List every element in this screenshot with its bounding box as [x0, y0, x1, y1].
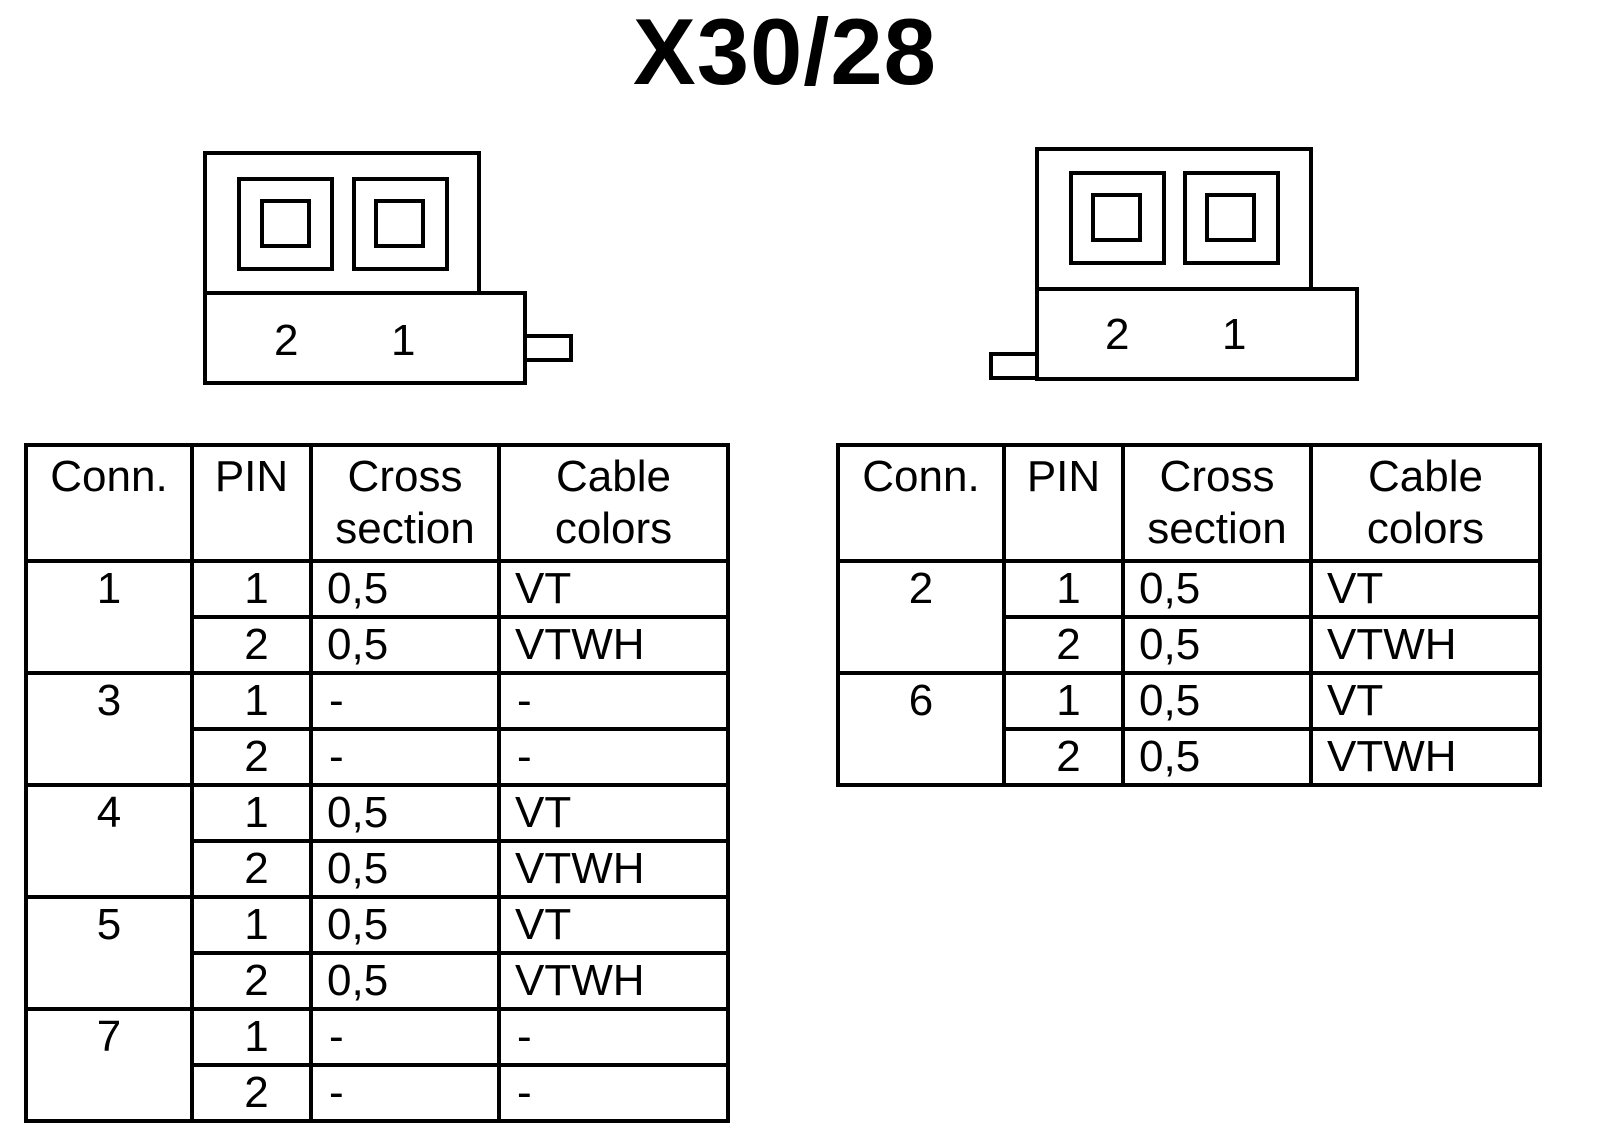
cross-section-cell: 0,5 — [309, 615, 501, 675]
page-title: X30/28 — [633, 0, 937, 104]
connector-body-bottom — [1035, 287, 1359, 381]
cable-color-cell: VT — [497, 895, 730, 955]
header-conn: Conn. — [836, 443, 1006, 563]
pin-cell: 1 — [1002, 559, 1125, 619]
pin-socket-2-inner — [1091, 193, 1142, 242]
pin-cell: 2 — [190, 951, 313, 1011]
pin-label-1: 1 — [1222, 310, 1246, 359]
cross-section-cell: - — [309, 671, 501, 731]
pin-cell: 1 — [190, 895, 313, 955]
pin-label-2: 2 — [1105, 310, 1129, 359]
pin-cell: 1 — [190, 783, 313, 843]
conn-number-cell: 7 — [24, 1007, 194, 1123]
pin-socket-2 — [1069, 171, 1166, 265]
cable-color-cell: - — [497, 727, 730, 787]
pin-cell: 2 — [190, 1063, 313, 1123]
cross-section-cell: 0,5 — [309, 783, 501, 843]
conn-number-cell: 6 — [836, 671, 1006, 787]
cable-color-cell: VTWH — [497, 951, 730, 1011]
table-row: 2-- — [26, 1063, 730, 1123]
pin-cell: 2 — [190, 839, 313, 899]
pin-socket-1-inner — [374, 199, 425, 248]
cable-color-cell: - — [497, 1063, 730, 1123]
cable-color-cell: VTWH — [497, 839, 730, 899]
pin-cell: 2 — [1002, 727, 1125, 787]
connector-right-drawing: 2 1 — [989, 147, 1359, 381]
cable-color-cell: VT — [1309, 671, 1542, 731]
cross-section-cell: 0,5 — [1121, 615, 1313, 675]
cross-section-cell: 0,5 — [309, 559, 501, 619]
cross-section-cell: 0,5 — [1121, 671, 1313, 731]
connector-left-drawing: 2 1 — [203, 151, 573, 385]
cable-color-cell: VT — [497, 559, 730, 619]
cable-color-cell: - — [497, 1007, 730, 1067]
pin-socket-2-inner — [260, 199, 311, 248]
conn-number-cell: 3 — [24, 671, 194, 787]
cable-color-cell: VTWH — [1309, 615, 1542, 675]
conn-number-cell: 5 — [24, 895, 194, 1011]
pin-cell: 2 — [1002, 615, 1125, 675]
pin-socket-1 — [1183, 171, 1280, 265]
connector-latch — [523, 334, 573, 362]
header-pin: PIN — [1002, 443, 1125, 563]
table-row: 2-- — [26, 727, 730, 787]
cross-section-cell: - — [309, 1007, 501, 1067]
header-pin: PIN — [190, 443, 313, 563]
cross-section-cell: 0,5 — [1121, 559, 1313, 619]
pin-cell: 1 — [190, 559, 313, 619]
cable-color-cell: - — [497, 671, 730, 731]
connector-body-top — [203, 151, 481, 295]
cross-section-cell: - — [309, 1063, 501, 1123]
cross-section-cell: - — [309, 727, 501, 787]
cable-color-cell: VT — [1309, 559, 1542, 619]
conn-number-cell: 4 — [24, 783, 194, 899]
connector-latch — [989, 352, 1039, 380]
cross-section-cell: 0,5 — [309, 839, 501, 899]
connector-body-top — [1035, 147, 1313, 291]
cable-color-cell: VTWH — [1309, 727, 1542, 787]
pin-cell: 1 — [190, 1007, 313, 1067]
pin-cell: 2 — [190, 615, 313, 675]
pin-label-2: 2 — [274, 316, 298, 365]
cable-color-cell: VT — [497, 783, 730, 843]
pin-cell: 2 — [190, 727, 313, 787]
cross-section-cell: 0,5 — [309, 895, 501, 955]
pin-cell: 1 — [1002, 671, 1125, 731]
pin-cell: 1 — [190, 671, 313, 731]
cable-color-cell: VTWH — [497, 615, 730, 675]
pin-socket-1 — [352, 177, 449, 271]
cross-section-cell: 0,5 — [309, 951, 501, 1011]
conn-number-cell: 2 — [836, 559, 1006, 675]
header-conn: Conn. — [24, 443, 194, 563]
conn-number-cell: 1 — [24, 559, 194, 675]
pin-label-1: 1 — [391, 316, 415, 365]
cross-section-cell: 0,5 — [1121, 727, 1313, 787]
connector-body-bottom — [203, 291, 527, 385]
pin-socket-2 — [237, 177, 334, 271]
pin-socket-1-inner — [1205, 193, 1256, 242]
